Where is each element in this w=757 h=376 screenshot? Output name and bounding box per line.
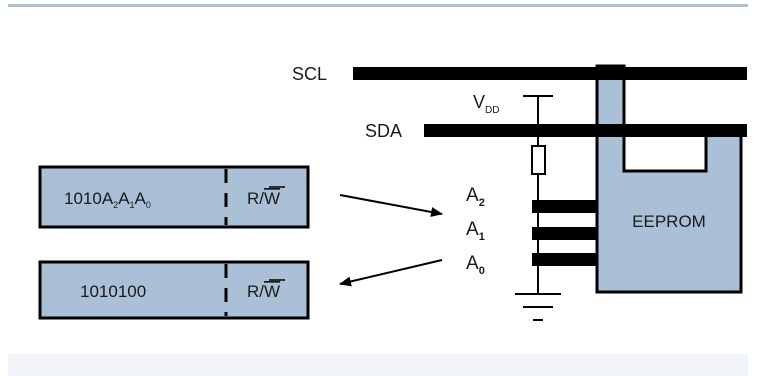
eeprom-chip [595, 64, 743, 294]
eeprom-label: EEPROM [632, 212, 706, 231]
packet-top-bits: 1010A2A1A0 [64, 189, 151, 210]
arrow-out-of-pins [339, 259, 443, 287]
pin-a1-label: A1 [466, 219, 485, 243]
pullup-resistor [531, 145, 546, 175]
pin-a1-line [532, 227, 598, 240]
vdd-label: VDD [473, 92, 499, 116]
scl-line [353, 67, 747, 80]
packet-bottom-rw: R/W [247, 282, 280, 301]
vdd-sub: DD [485, 105, 499, 116]
address-packet-top: 1010A2A1A0 R/W [38, 165, 310, 229]
packet-bottom-w-overlined: W [264, 282, 280, 301]
pin-a2-line [532, 200, 598, 213]
pin-a0-line [532, 253, 598, 266]
sda-line [424, 124, 747, 137]
packet-top-rw: R/W [247, 189, 280, 208]
sda-label: SDA [365, 121, 402, 141]
packet-bottom-bits: 1010100 [80, 282, 146, 301]
scl-label: SCL [292, 64, 327, 84]
bottom-band [8, 354, 748, 376]
pin-a2-label: A2 [466, 185, 485, 209]
packet-top-w-overlined: W [264, 189, 280, 208]
arrow-into-pins [339, 194, 443, 217]
address-packet-bottom: 1010100 R/W [38, 260, 310, 320]
top-rule [8, 4, 748, 7]
vdd-main: V [473, 92, 485, 112]
ground-icon [515, 293, 561, 321]
pin-a0-label: A0 [466, 253, 485, 277]
